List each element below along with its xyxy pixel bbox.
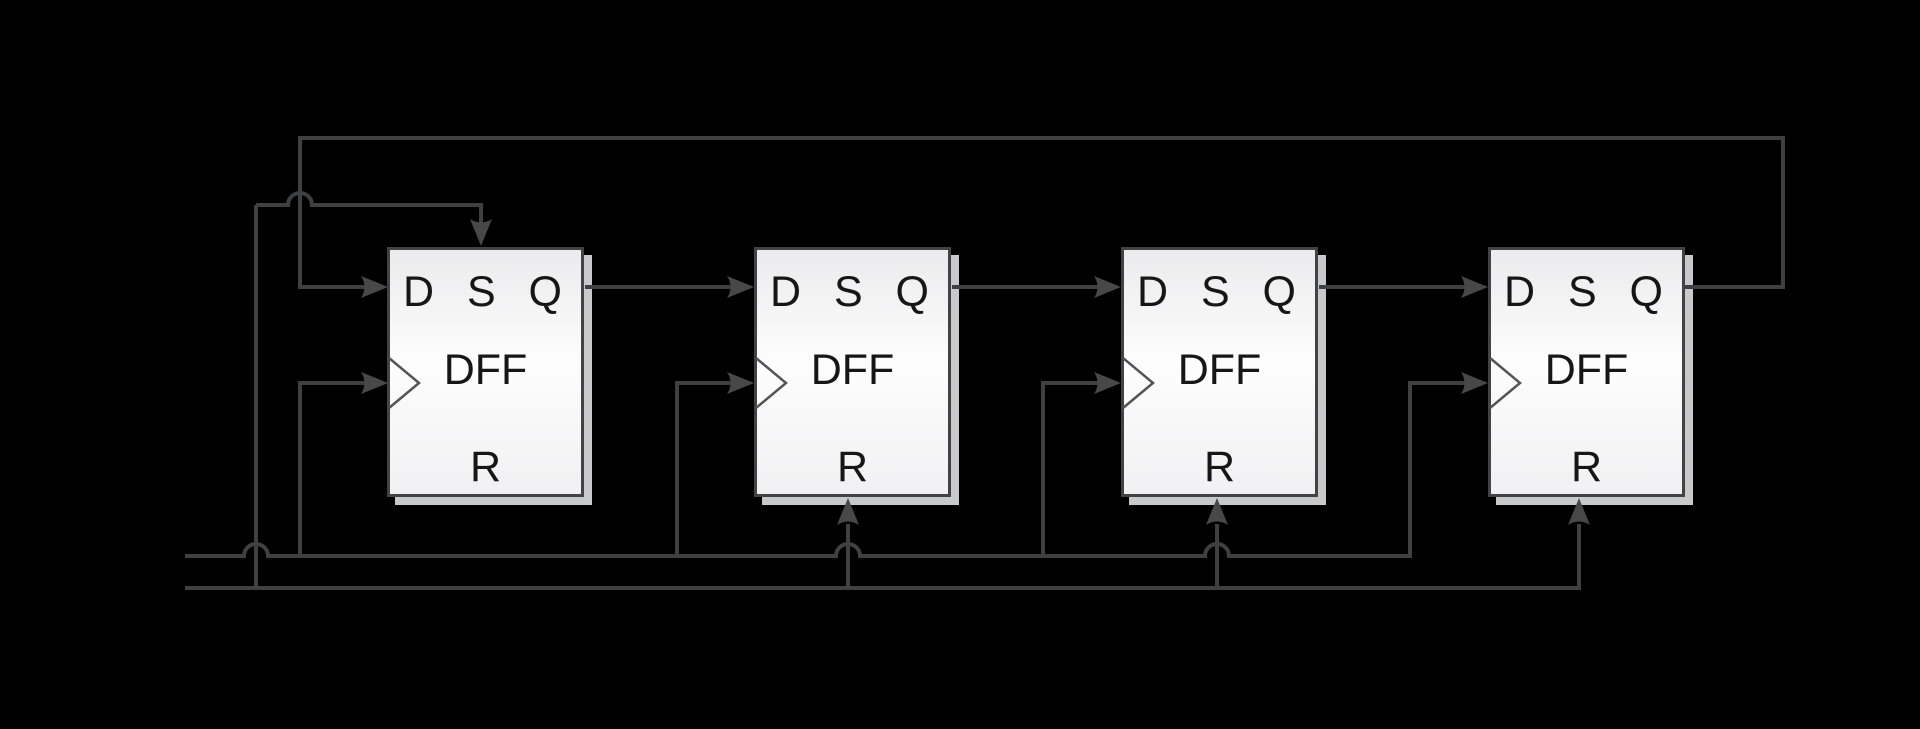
pin-label-d: D — [770, 268, 802, 316]
pin-label-q: Q — [1629, 268, 1663, 316]
pin-label-r: R — [836, 443, 869, 491]
pin-row: D S Q — [757, 270, 948, 314]
node-label: DFF — [810, 346, 895, 394]
node-label: DFF — [1544, 346, 1629, 394]
arrowhead-clk3 — [1094, 372, 1121, 394]
pin-label-r: R — [1203, 443, 1236, 491]
arrowhead-clk1 — [361, 372, 388, 394]
wire-clock-dff1 — [298, 381, 367, 556]
pin-label-s: S — [466, 268, 496, 316]
pin-row: D S Q — [1491, 270, 1682, 314]
pin-label-r: R — [469, 443, 502, 491]
arrowhead-d3 — [1094, 276, 1121, 298]
pin-label-s: S — [1567, 268, 1597, 316]
reset-rail — [185, 524, 1581, 590]
arrowhead-s1 — [470, 219, 492, 246]
clock-edge-triangle-icon — [1489, 357, 1522, 409]
arrowhead-d4 — [1461, 276, 1488, 298]
node-label: DFF — [443, 346, 528, 394]
arrowhead-d2 — [727, 276, 754, 298]
arrowhead-d1 — [361, 276, 388, 298]
pin-row: D S Q — [390, 270, 581, 314]
pin-label-q: Q — [895, 268, 929, 316]
pin-label-q: Q — [1262, 268, 1296, 316]
arrowhead-r3 — [1206, 498, 1228, 525]
dff2-node[interactable]: D S Q DFF R — [754, 247, 951, 497]
pin-label-q: Q — [528, 268, 562, 316]
pin-label-d: D — [1504, 268, 1536, 316]
pin-row: D S Q — [1124, 270, 1315, 314]
pin-label-r: R — [1570, 443, 1603, 491]
wire-set-s1 — [256, 191, 483, 226]
wire-clock-dff2 — [675, 381, 733, 556]
arrowhead-clk2 — [727, 372, 754, 394]
pin-label-s: S — [833, 268, 863, 316]
arrowhead-clk4 — [1461, 372, 1488, 394]
wire-clock-dff3 — [1041, 381, 1100, 556]
arrowhead-r2 — [837, 498, 859, 525]
arrowhead-r4 — [1568, 498, 1590, 525]
dff3-node[interactable]: D S Q DFF R — [1121, 247, 1318, 497]
node-label: DFF — [1177, 346, 1262, 394]
pin-label-s: S — [1200, 268, 1230, 316]
pin-label-d: D — [403, 268, 435, 316]
dff1-node[interactable]: D S Q DFF R — [387, 247, 584, 497]
dff4-node[interactable]: D S Q DFF R — [1488, 247, 1685, 497]
pin-label-d: D — [1137, 268, 1169, 316]
